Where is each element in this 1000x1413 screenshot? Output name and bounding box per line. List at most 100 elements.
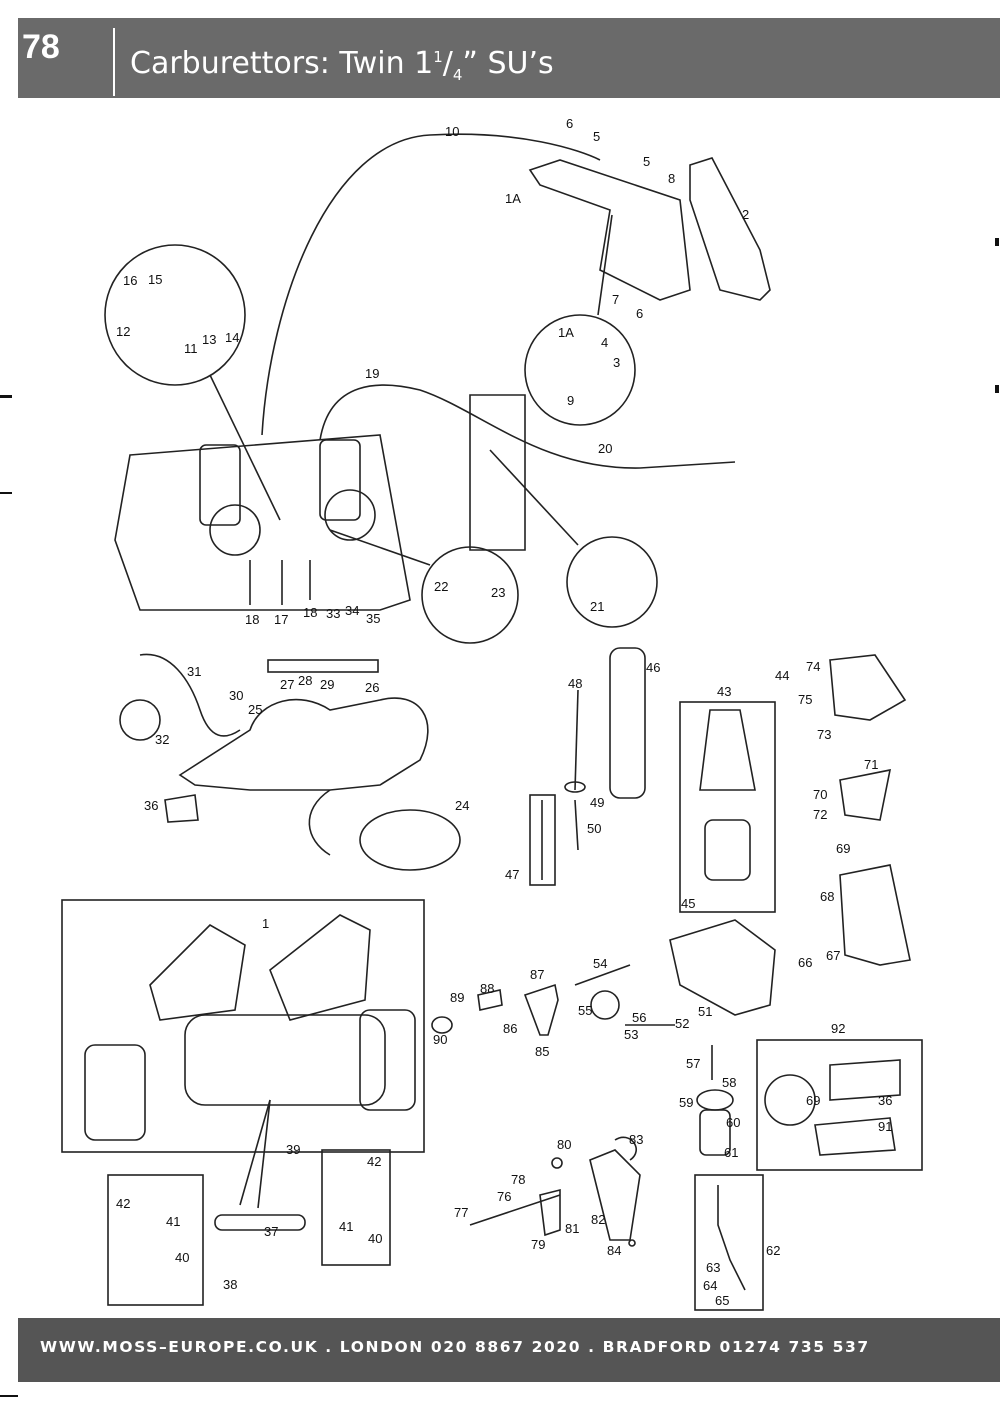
carb-body-right <box>324 489 376 541</box>
part-label: 1 <box>262 916 270 931</box>
part-label: 85 <box>535 1044 550 1059</box>
part-label: 83 <box>629 1132 644 1147</box>
part-label: 8 <box>668 171 676 186</box>
leader-line <box>209 374 281 521</box>
part-label: 24 <box>455 798 470 813</box>
part-label: 1A <box>505 191 521 206</box>
part-label: 42 <box>116 1196 131 1211</box>
part-label: 52 <box>675 1016 690 1031</box>
part-label: 82 <box>591 1212 606 1227</box>
air-filter-element <box>359 809 461 871</box>
float-chamber-lid <box>829 654 907 721</box>
part-label: 19 <box>365 366 380 381</box>
title-fraction-den: 4 <box>452 66 463 84</box>
part-label: 23 <box>491 585 506 600</box>
float-chamber <box>839 864 911 966</box>
part-label: 7 <box>612 292 620 307</box>
part-label: 53 <box>624 1027 639 1042</box>
part-label: 51 <box>698 1004 713 1019</box>
gasket-36 <box>164 794 199 823</box>
part-label: 79 <box>531 1237 546 1252</box>
part-label: 43 <box>717 684 732 699</box>
part-label: 50 <box>587 821 602 836</box>
detail-circle-pedal-pin <box>524 314 636 426</box>
part-label: 42 <box>367 1154 382 1169</box>
part-label: 62 <box>766 1243 781 1258</box>
plate-strip <box>267 659 379 673</box>
rod-37 <box>214 1214 306 1231</box>
part-label: 41 <box>166 1214 181 1229</box>
part-label: 63 <box>706 1260 721 1275</box>
edge-mark <box>0 492 12 494</box>
part-label: 36 <box>144 798 159 813</box>
part-label: 56 <box>632 1010 647 1025</box>
edge-mark <box>0 1395 18 1397</box>
jet-box-62 <box>694 1174 764 1311</box>
part-label: 2 <box>742 207 750 222</box>
part-label: 5 <box>593 129 601 144</box>
carb-dashpot-right <box>319 439 361 521</box>
part-label: 39 <box>286 1142 301 1157</box>
part-label: 9 <box>567 393 575 408</box>
part-label: 75 <box>798 692 813 707</box>
part-label: 21 <box>590 599 605 614</box>
disc-55 <box>590 990 620 1020</box>
part-label: 55 <box>578 1003 593 1018</box>
part-label: 3 <box>613 355 621 370</box>
lever-79 <box>539 1188 561 1237</box>
part-label: 69 <box>836 841 851 856</box>
carburettor-body <box>669 919 776 1016</box>
part-label: 54 <box>593 956 608 971</box>
part-label: 69 <box>806 1093 821 1108</box>
spring-83 <box>614 1136 637 1161</box>
edge-mark <box>0 395 12 398</box>
page-number: 78 <box>22 28 60 66</box>
choke-cable <box>319 384 736 469</box>
link-88 <box>477 989 503 1011</box>
part-label: 18 <box>245 612 260 627</box>
part-label: 58 <box>722 1075 737 1090</box>
page-title: Carburettors: Twin 11/4” SU’s <box>130 46 554 84</box>
part-label: 60 <box>726 1115 741 1130</box>
carb-mounting-assembly <box>114 434 411 611</box>
bulkhead-panel <box>469 394 526 551</box>
part-label: 36 <box>878 1093 893 1108</box>
part-label: 38 <box>223 1277 238 1292</box>
lever-87 <box>523 983 559 1036</box>
leader-line <box>489 449 579 546</box>
spindle-77 <box>469 1194 561 1226</box>
dashpot-left <box>149 924 246 1021</box>
part-label: 18 <box>303 605 318 620</box>
carb-unit-left <box>84 1044 146 1141</box>
part-label: 57 <box>686 1056 701 1071</box>
carb-unit-right <box>359 1009 416 1111</box>
leader-line <box>329 529 431 566</box>
piston-damper-rod <box>574 689 579 791</box>
needle-box <box>529 794 556 886</box>
footer-contact: WWW.MOSS–EUROPE.CO.UK . LONDON 020 8867 … <box>40 1338 870 1356</box>
part-label: 61 <box>724 1145 739 1160</box>
breather-hose <box>139 653 241 737</box>
part-label: 15 <box>148 272 163 287</box>
part-label: 88 <box>480 981 495 996</box>
bracket-box-38 <box>107 1174 204 1306</box>
part-label: 30 <box>229 688 244 703</box>
dashpot-box <box>679 701 776 913</box>
page-footer-bar <box>18 1318 1000 1382</box>
part-label: 44 <box>775 668 790 683</box>
part-label: 89 <box>450 990 465 1005</box>
part-label: 45 <box>681 896 696 911</box>
return-spring <box>609 647 646 799</box>
part-label: 13 <box>202 332 217 347</box>
part-label: 41 <box>339 1219 354 1234</box>
part-label: 6 <box>566 116 574 131</box>
detail-circle-linkage <box>104 244 246 386</box>
part-label: 49 <box>590 795 605 810</box>
page-header-bar <box>18 18 1000 98</box>
part-label: 14 <box>225 330 240 345</box>
part-label: 91 <box>878 1119 893 1134</box>
part-label: 78 <box>511 1172 526 1187</box>
hose-clip-32 <box>119 699 161 741</box>
part-label: 11 <box>184 341 198 356</box>
